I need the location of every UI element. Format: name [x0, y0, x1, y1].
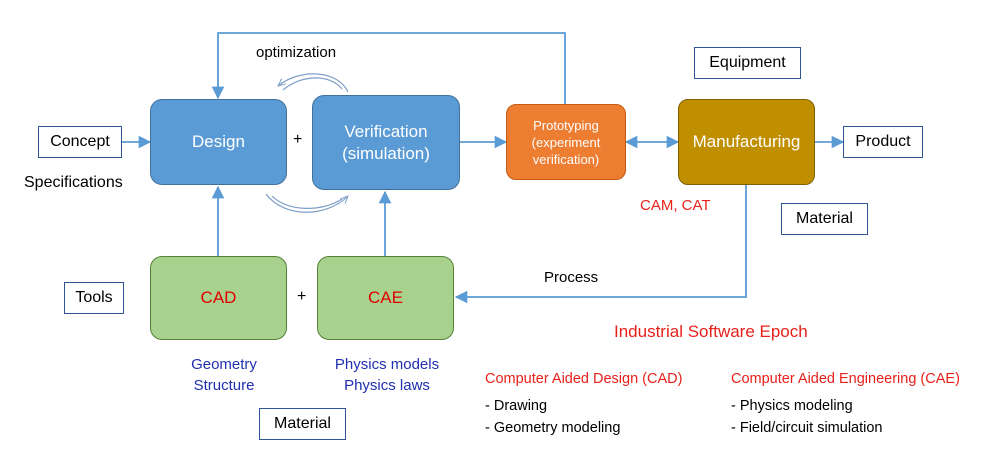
optimization-label: optimization: [256, 44, 337, 61]
verification-sublabel: (simulation): [342, 143, 430, 163]
equipment-box: Equipment: [694, 47, 801, 79]
material-right-box: Material: [781, 203, 868, 235]
concept-label: Concept: [50, 133, 110, 150]
tools-label: Tools: [75, 289, 113, 306]
process-label: Process: [544, 269, 599, 286]
optimization-loop-arrow: [278, 73, 349, 93]
specifications-label: Specifications: [24, 174, 123, 191]
product-label: Product: [855, 133, 911, 150]
concept-box: Concept: [38, 126, 122, 158]
process-feedback-arrow: [454, 185, 747, 304]
material-right-label: Material: [796, 210, 853, 227]
prototyping-feedback-arrow: [211, 32, 566, 104]
design-node: Design: [150, 99, 287, 185]
verification-label: Verification: [344, 121, 428, 141]
legend-cae-item: - Field/circuit simulation: [731, 420, 883, 436]
legend-cae-item: - Physics modeling: [731, 398, 853, 414]
tools-box: Tools: [64, 282, 124, 314]
plus-bottom-label: +: [297, 288, 307, 305]
geometry-label: Geometry: [191, 356, 257, 373]
legend-cae-heading: Computer Aided Engineering (CAE): [731, 371, 960, 387]
product-box: Product: [843, 126, 923, 158]
equipment-label: Equipment: [709, 54, 786, 71]
manufacturing-label: Manufacturing: [692, 132, 801, 151]
legend-cad-heading: Computer Aided Design (CAD): [485, 371, 683, 387]
manufacturing-node: Manufacturing: [678, 99, 815, 185]
cad-label: CAD: [200, 288, 237, 307]
verification-node: Verification (simulation): [312, 95, 460, 190]
physics-laws-label: Physics laws: [344, 377, 430, 394]
prototyping-node: Prototyping (experiment verification): [506, 104, 626, 180]
plus-top-label: +: [293, 131, 303, 148]
legend-title: Industrial Software Epoch: [614, 322, 808, 341]
physics-models-label: Physics models: [334, 356, 440, 373]
design-label: Design: [192, 132, 245, 151]
cae-node: CAE: [317, 256, 454, 340]
verification-loop-arrow: [265, 193, 348, 213]
legend-cad-item: - Geometry modeling: [485, 420, 621, 436]
cam-cat-label: CAM, CAT: [640, 197, 711, 214]
prototyping-label: Prototyping: [533, 117, 599, 133]
prototyping-sublabel-1: (experiment: [531, 134, 601, 150]
material-bottom-label: Material: [274, 415, 331, 432]
verification-loop-arrow-inner: [271, 195, 343, 209]
cad-node: CAD: [150, 256, 287, 340]
structure-label: Structure: [193, 377, 255, 394]
material-bottom-box: Material: [259, 408, 346, 440]
cae-label: CAE: [368, 288, 403, 307]
optimization-loop-arrow-inner: [282, 77, 343, 91]
prototyping-sublabel-2: verification): [532, 151, 600, 167]
legend-cad-item: - Drawing: [485, 398, 548, 414]
